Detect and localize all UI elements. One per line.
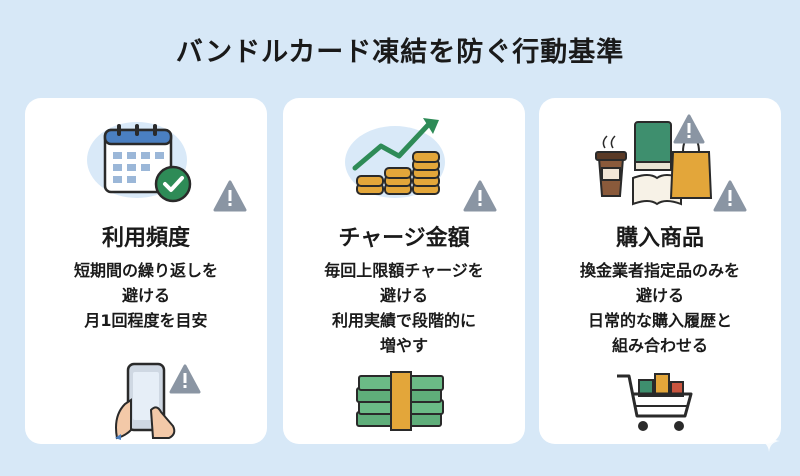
smartphone-hand-icon (115, 362, 201, 440)
card-title: 利用頻度 (101, 226, 190, 251)
desc-line: 換金業者指定品のみを (579, 261, 740, 280)
page-title: バンドルカード凍結を防ぐ行動基準 (175, 37, 625, 68)
desc-line: 日常的な購入履歴と (587, 311, 732, 330)
desc-line: 短期間の繰り返しを (73, 261, 218, 280)
desc-line: 毎回上限額チャージを (324, 261, 484, 280)
calendar-check-icon (87, 122, 247, 212)
card-description: 毎回上限額チャージを 避ける 利用実績で段階的に 増やす (283, 258, 525, 358)
shopping-cart-icon (617, 373, 693, 431)
warning-icon (169, 364, 201, 394)
desc-line: 避ける (635, 286, 684, 305)
card-charge-amount: チャージ金額 毎回上限額チャージを 避ける 利用実績で段階的に 増やす (283, 98, 525, 444)
card-title: 購入商品 (615, 226, 704, 251)
daily-goods-icon (595, 114, 747, 212)
desc-line: 月1回程度を目安 (84, 311, 208, 330)
warning-icon (713, 180, 747, 212)
coin-stack-growth-icon (345, 118, 497, 212)
desc-line: 避ける (379, 286, 428, 305)
desc-line: 増やす (379, 336, 428, 355)
card-usage-frequency: 利用頻度 短期間の繰り返しを 避ける 月1回程度を目安 (25, 98, 267, 444)
card-purchased-items: 購入商品 換金業者指定品のみを 避ける 日常的な購入履歴と 組み合わせる (539, 98, 781, 444)
card-description: 短期間の繰り返しを 避ける 月1回程度を目安 (25, 258, 267, 333)
desc-line: 組み合わせる (611, 336, 708, 355)
sparkle-icon (758, 430, 780, 452)
warning-icon (463, 180, 497, 212)
cash-stack-icon (356, 371, 444, 431)
desc-line: 利用実績で段階的に (331, 311, 476, 330)
warning-icon (213, 180, 247, 212)
warning-icon (673, 114, 705, 144)
card-description: 換金業者指定品のみを 避ける 日常的な購入履歴と 組み合わせる (539, 258, 781, 358)
card-title: チャージ金額 (338, 226, 470, 251)
desc-line: 避ける (121, 286, 170, 305)
